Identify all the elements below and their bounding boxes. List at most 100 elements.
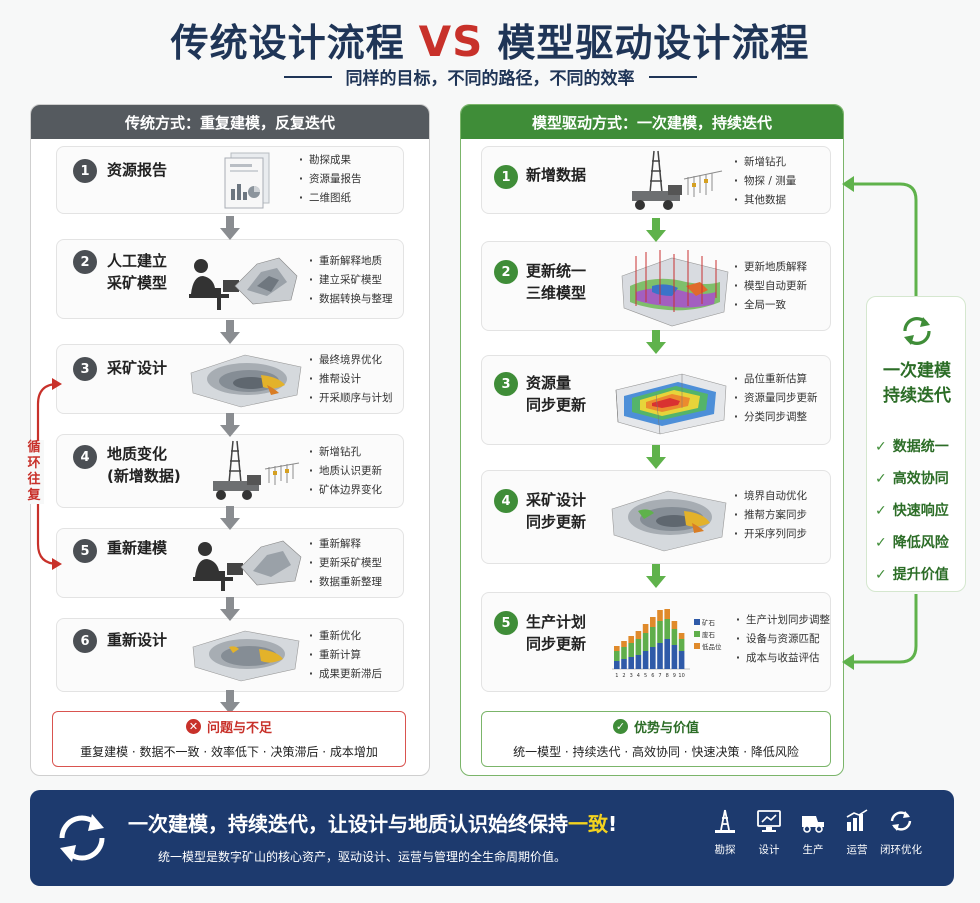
chart-tick-label: 7	[658, 673, 661, 679]
chart-bar-segment	[678, 633, 685, 639]
arrow-down-icon	[220, 413, 240, 437]
arrow-down-icon	[220, 320, 240, 344]
chart-tick-label: 6	[651, 673, 654, 679]
bullet: 模型自动更新	[734, 277, 807, 296]
step-bullets: 更新地质解释 模型自动更新 全局一致	[734, 258, 807, 315]
lifecycle-item: 闭环优化	[880, 808, 922, 857]
close-icon: ✕	[185, 719, 201, 734]
step-bullets: 品位重新估算 资源量同步更新 分类同步调整	[734, 370, 818, 427]
bullet: 新增钻孔	[309, 443, 382, 462]
step-title: 资源报告	[107, 161, 168, 179]
chart-legend-swatch	[694, 643, 700, 649]
bullet: 新增钻孔	[734, 153, 796, 172]
cycle-icon	[890, 811, 912, 831]
step-title: 资源量同步更新	[526, 372, 586, 416]
bullet: 境界自动优化	[734, 487, 807, 506]
bullet: 数据转换与整理	[309, 290, 393, 309]
benefit-item: ✓提升价值	[875, 559, 949, 591]
chart-legend-label: 废石	[702, 630, 716, 639]
chart-bar-segment	[650, 647, 656, 669]
drill-rig-icon	[213, 440, 300, 500]
bullet: 推帮方案同步	[734, 506, 807, 525]
step-title-line1: 人工建立	[107, 252, 168, 270]
benefit-item: ✓数据统一	[875, 431, 949, 463]
step-title-line2: 同步更新	[526, 396, 587, 414]
arrow-down-icon	[646, 445, 666, 469]
step-title: 生产计划同步更新	[526, 611, 586, 655]
chart-bar-segment	[678, 639, 685, 651]
benefit-item: ✓高效协同	[875, 463, 949, 495]
chart-bar-segment	[614, 651, 620, 661]
bullet: 开采顺序与计划	[309, 389, 393, 408]
subtitle: 同样的目标，不同的路径，不同的效率	[0, 64, 980, 89]
chart-bar-segment	[650, 617, 656, 627]
lifecycle-label: 生产	[802, 844, 824, 856]
chart-bar-segment	[678, 651, 685, 669]
bullet: 推帮设计	[309, 370, 393, 389]
chart-tick-label: 4	[637, 673, 640, 679]
step-bullets: 勘探成果 资源量报告 二维图纸	[299, 151, 362, 208]
step-title-line1: 采矿设计	[526, 491, 587, 509]
benefit-label: 数据统一	[892, 439, 949, 455]
bullet: 最终境界优化	[309, 351, 393, 370]
bullet: 分类同步调整	[734, 408, 818, 427]
chart-bar-segment	[614, 646, 620, 651]
bottom-banner: 一次建模，持续迭代，让设计与地质认识始终保持一致! 统一模型是数字矿山的核心资产…	[30, 790, 954, 886]
problems-items: 重复建模 · 数据不一致 · 效率低下 · 决策滞后 · 成本增加	[80, 745, 378, 759]
chart-bar-segment	[642, 651, 649, 669]
design-icon	[757, 810, 781, 832]
step-number: 4	[494, 489, 518, 513]
chart-bar-segment	[657, 610, 663, 621]
step-number: 4	[73, 445, 97, 469]
bullet: 全局一致	[734, 296, 807, 315]
sidebar-title: 一次建模 持续迭代	[867, 359, 967, 409]
step-number: 2	[73, 250, 97, 274]
chart-bar-segment	[628, 657, 634, 669]
bullet: 开采序列同步	[734, 525, 807, 544]
step-title: 地质变化(新增数据)	[107, 443, 181, 487]
bullet: 其他数据	[734, 191, 796, 210]
step-bullets: 重新优化 重新计算 成果更新滞后	[309, 627, 382, 684]
chart-bar-segment	[621, 647, 627, 659]
chart-tick-label: 2	[622, 673, 625, 679]
step-title: 更新统一三维模型	[526, 260, 586, 304]
chart-tick-label: 10	[678, 673, 684, 679]
bullet: 二维图纸	[299, 189, 362, 208]
feedback-loop-arrow	[842, 176, 918, 670]
advantages-heading: ✓ 优势与价值	[482, 717, 830, 736]
chart-bar-segment	[650, 627, 656, 647]
subtitle-text: 同样的目标，不同的路径，不同的效率	[345, 69, 635, 89]
bullet: 资源量同步更新	[734, 389, 818, 408]
bullet: 更新采矿模型	[309, 554, 382, 573]
step-title-line2: 采矿模型	[107, 274, 168, 292]
step-title: 采矿设计	[107, 359, 168, 377]
step-title-line2: 同步更新	[526, 513, 587, 531]
chart-legend-swatch	[694, 631, 700, 637]
chart-tick-label: 5	[644, 673, 647, 679]
benefit-item: ✓快速响应	[875, 495, 949, 527]
chart-bar-segment	[635, 631, 642, 639]
bullet: 生产计划同步调整	[736, 611, 830, 630]
report-document-icon	[224, 152, 270, 209]
bullet: 勘探成果	[299, 151, 362, 170]
lifecycle-item: 运营	[838, 808, 876, 857]
chart-bar-segment	[671, 621, 678, 629]
lifecycle-item: 勘探	[706, 808, 744, 857]
subtitle-divider-left	[283, 75, 332, 78]
chart-bar-segment	[621, 659, 627, 669]
bullet: 地质认识更新	[309, 462, 382, 481]
benefit-label: 降低风险	[892, 535, 949, 551]
step-number: 2	[494, 260, 518, 284]
chart-legend-label: 矿石	[702, 618, 716, 627]
arrow-down-icon	[220, 216, 240, 240]
step-bullets: 生产计划同步调整 设备与资源匹配 成本与收益评估	[736, 611, 830, 668]
lifecycle-label: 设计	[758, 844, 780, 856]
step-title-line2: (新增数据)	[107, 467, 181, 485]
chart-legend-swatch	[694, 619, 700, 625]
chart-legend-label: 低品位	[702, 642, 722, 651]
banner-title-end: !	[608, 812, 618, 836]
open-pit-model-icon	[611, 490, 727, 552]
